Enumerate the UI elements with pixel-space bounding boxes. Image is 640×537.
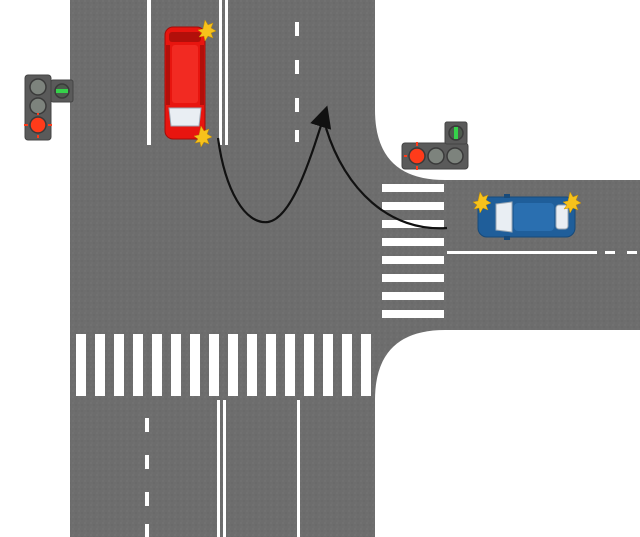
lane-line-dashed-horizontal-right <box>605 251 637 254</box>
car-windshield <box>495 201 513 233</box>
crosswalk-stripe <box>152 334 162 396</box>
crosswalk-stripe <box>247 334 257 396</box>
crosswalk-stripe <box>382 256 444 264</box>
crosswalk-stripe <box>382 274 444 282</box>
road-surface <box>70 0 640 537</box>
car-side-left <box>166 45 170 105</box>
crosswalk-stripe <box>382 292 444 300</box>
car-mirror-left <box>504 194 510 198</box>
crosswalk-stripe <box>95 334 105 396</box>
crosswalk-stripe <box>228 334 238 396</box>
car-side-right <box>200 45 204 105</box>
lane-line-horizontal-right <box>447 251 597 254</box>
crosswalk-stripe <box>76 334 86 396</box>
lane-line-double-top-2 <box>225 0 228 145</box>
signal-glow-icon <box>404 142 418 170</box>
crosswalk-stripe <box>323 334 333 396</box>
lane-line-double-bottom-1 <box>217 400 220 537</box>
traffic-signal-right <box>401 121 469 170</box>
traffic-signal-left <box>24 74 74 141</box>
lane-line-solid-top-left <box>147 0 151 145</box>
crosswalk-stripe <box>133 334 143 396</box>
trajectories <box>216 105 448 230</box>
crosswalk-stripe <box>382 184 444 192</box>
crosswalk-stripe <box>382 310 444 318</box>
red-car <box>164 19 217 148</box>
hazard-flash-icon <box>472 191 582 214</box>
crosswalk-stripe <box>171 334 181 396</box>
car-roof <box>514 203 554 231</box>
signal-lamp-right-off <box>446 147 464 165</box>
crosswalk-stripe <box>190 334 200 396</box>
signal-lamp-red-on <box>408 147 426 165</box>
car-windshield <box>168 107 202 127</box>
crosswalk-stripe <box>285 334 295 396</box>
car-rear-window <box>169 32 201 42</box>
trajectory-u-turn <box>216 105 332 224</box>
car-rear-window <box>555 204 569 230</box>
green-arrow-icon <box>454 127 458 139</box>
signal-glow-icon <box>24 113 52 138</box>
crosswalk-stripe <box>342 334 352 396</box>
crosswalk-stripe <box>304 334 314 396</box>
signal-lamp-red-on <box>29 116 47 134</box>
crosswalk-stripe <box>266 334 276 396</box>
crosswalk-stripe <box>361 334 371 396</box>
lane-line-solid-bottom-right <box>297 400 300 537</box>
signal-lamp-middle-off <box>427 147 445 165</box>
car-mirror-right <box>504 236 510 240</box>
blue-car <box>472 191 582 240</box>
lane-line-dashed-bottom-left <box>145 418 149 537</box>
crosswalk-stripe <box>382 202 444 210</box>
curb-fillet-bottom <box>375 330 445 400</box>
lane-markings <box>145 0 637 537</box>
green-arrow-icon <box>56 89 68 93</box>
signal-lamp-top-off <box>29 78 47 96</box>
vertical-road <box>70 0 375 537</box>
lane-line-double-bottom-2 <box>223 400 226 537</box>
crosswalk-bottom <box>76 334 371 396</box>
crosswalk-stripe <box>382 238 444 246</box>
car-roof <box>172 45 198 103</box>
signal-lamp-middle-off <box>29 97 47 115</box>
hazard-flash-icon <box>193 19 217 148</box>
trajectory-left-turn <box>324 127 448 230</box>
crosswalk-stripe <box>209 334 219 396</box>
crosswalk-stripe <box>114 334 124 396</box>
curb-fillet-top <box>375 110 445 180</box>
lane-line-dashed-top-right <box>295 22 299 142</box>
lane-line-double-top-1 <box>219 0 222 145</box>
